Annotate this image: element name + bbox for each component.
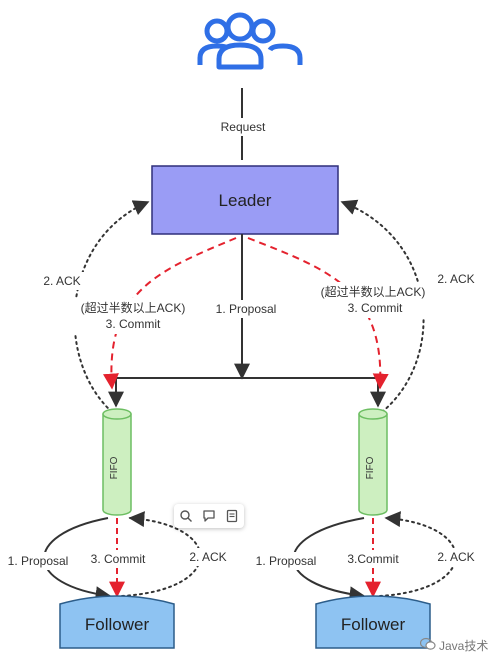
- fifo-right-label: FIFO: [365, 456, 376, 479]
- commit-line-left: [103, 237, 237, 390]
- follower-right-label: Follower: [341, 615, 406, 634]
- ack-label-left: 2. ACK: [43, 274, 80, 288]
- search-icon[interactable]: [177, 507, 195, 525]
- leader-label: Leader: [219, 191, 272, 210]
- request-label: Request: [221, 120, 266, 134]
- watermark-text: Java技术: [439, 638, 489, 653]
- note-icon[interactable]: [223, 507, 241, 525]
- follower-left-label: Follower: [85, 615, 150, 634]
- image-toolbar: [174, 504, 244, 528]
- watermark: Java技术: [419, 636, 489, 654]
- majority-label-left: (超过半数以上ACK): [81, 300, 186, 315]
- users-icon: [197, 12, 303, 70]
- ack-label-right: 2. ACK: [437, 272, 474, 286]
- commit-label-right: 3. Commit: [348, 301, 403, 315]
- fifo-left-node: [102, 408, 132, 516]
- commit-fr-label: 3.Commit: [347, 552, 399, 566]
- leader-node: [151, 165, 339, 235]
- ack-fr-label: 2. ACK: [437, 550, 474, 564]
- follower-left-node: [59, 595, 175, 649]
- proposal-fl-label: 1. Proposal: [8, 554, 69, 568]
- majority-label-right: (超过半数以上ACK): [321, 284, 426, 299]
- proposal-label: 1. Proposal: [216, 302, 277, 316]
- proposal-fr-label: 1. Proposal: [256, 554, 317, 568]
- commit-fl-label: 3. Commit: [91, 552, 146, 566]
- ack-fl-label: 2. ACK: [189, 550, 226, 564]
- comment-icon[interactable]: [200, 507, 218, 525]
- commit-label-left: 3. Commit: [106, 317, 161, 331]
- wechat-icon: [419, 637, 436, 654]
- fifo-left-label: FIFO: [109, 456, 120, 479]
- follower-right-node: [315, 595, 431, 649]
